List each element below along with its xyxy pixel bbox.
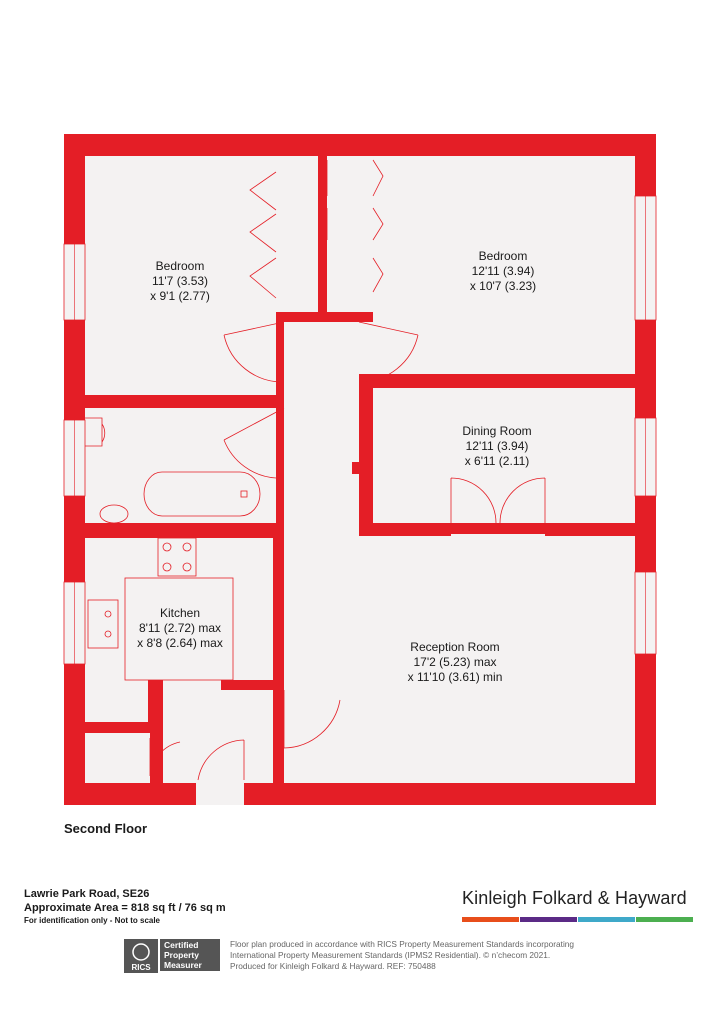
floor-bedroom-1: [85, 156, 276, 395]
wall-bed2-bottom: [359, 374, 656, 388]
room-dim1-bedroom-2: 12'11 (3.94): [472, 264, 535, 278]
legal-line-3: Produced for Kinleigh Folkard & Hayward.…: [230, 961, 436, 971]
floor-bathroom: [85, 408, 276, 523]
floor-reception: [284, 534, 635, 783]
floor-dining: [373, 388, 635, 523]
wall-store-top: [64, 722, 163, 733]
agent-brand-name: Kinleigh Folkard & Hayward: [462, 888, 687, 908]
property-details: Lawrie Park Road, SE26 Approximate Area …: [24, 887, 226, 915]
hob-icon: [157, 537, 197, 577]
room-dim2-bedroom-2: x 10'7 (3.23): [470, 279, 536, 293]
wall-kitchen-bottom-right: [221, 680, 284, 690]
basin-icon: [99, 504, 129, 524]
brand-bar-blue: [578, 917, 635, 922]
floor-wardrobe-right: [327, 156, 373, 312]
badge-line-1: Certified: [164, 940, 199, 950]
wall-wardrobe-divider: [318, 156, 327, 312]
worktop-outline: [124, 577, 234, 681]
floor-landing: [284, 322, 375, 374]
room-name-bedroom-1: Bedroom: [156, 259, 205, 273]
rics-logo-icon: RICS: [124, 939, 158, 973]
floor-store: [85, 733, 150, 783]
room-name-reception: Reception Room: [410, 640, 499, 654]
badge-line-2: Property: [164, 950, 199, 960]
legal-statement: Floor plan produced in accordance with R…: [230, 939, 590, 972]
certified-property-measurer-badge: Certified Property Measurer: [160, 939, 220, 971]
wall-kitchen-right: [273, 538, 284, 690]
floor-kitchen-lobby: [163, 690, 284, 783]
door-store: [149, 738, 181, 777]
door-bed1: [223, 321, 285, 383]
sink-icon: [87, 599, 119, 649]
room-name-kitchen: Kitchen: [160, 606, 200, 620]
wall-bath-right: [276, 374, 284, 408]
legal-line-1: Floor plan produced in accordance with R…: [230, 939, 575, 949]
wall-bath-top: [64, 395, 276, 408]
brand-bar-orange: [462, 917, 519, 922]
room-dim1-kitchen: 8'11 (2.72) max: [139, 621, 221, 635]
legal-line-2: International Property Measurement Stand…: [230, 950, 551, 960]
brand-bar-purple: [520, 917, 577, 922]
wall-dining-bottom-left: [359, 523, 451, 536]
disclaimer-note: For identification only - Not to scale: [24, 916, 161, 925]
room-dim2-kitchen: x 8'8 (2.64) max: [137, 636, 223, 650]
floor-hallway: [284, 374, 359, 534]
room-dim2-bedroom-1: x 9'1 (2.77): [150, 289, 210, 303]
floor-entrance: [196, 780, 244, 805]
wall-reception-left: [273, 690, 284, 783]
room-name-dining: Dining Room: [462, 424, 531, 438]
brand-bar-green: [636, 917, 693, 922]
wall-kitchen-bottom-left: [148, 680, 163, 733]
wall-bath-bottom: [64, 523, 284, 538]
floor-bedroom-2: [373, 156, 635, 374]
door-reception: [283, 690, 341, 749]
room-dim1-dining: 12'11 (3.94): [466, 439, 529, 453]
floor-wardrobe-left: [276, 156, 318, 312]
bath-tub: [143, 471, 261, 517]
door-dining: [450, 477, 546, 524]
room-dim2-reception: x 11'10 (3.61) min: [408, 670, 503, 684]
floor-title: Second Floor: [64, 821, 148, 836]
room-dim2-dining: x 6'11 (2.11): [465, 454, 530, 468]
door-entrance: [197, 739, 245, 781]
room-dim1-reception: 17'2 (5.23) max: [414, 655, 497, 669]
wall-dining-left: [359, 374, 373, 536]
badge-line-3: Measurer: [164, 960, 202, 970]
wardrobe-doors: [249, 159, 384, 299]
wall-dining-bottom-right: [545, 523, 656, 536]
toilet-icon: [85, 417, 106, 447]
room-name-bedroom-2: Bedroom: [479, 249, 528, 263]
door-bed2: [358, 321, 419, 383]
address: Lawrie Park Road, SE26: [24, 888, 150, 900]
wall-wardrobe-bottom: [276, 312, 373, 322]
door-bath: [223, 407, 285, 479]
room-dim1-bedroom-1: 11'7 (3.53): [152, 274, 208, 288]
rics-text: RICS: [131, 963, 151, 972]
approximate-area: Approximate Area = 818 sq ft / 76 sq m: [24, 902, 226, 914]
